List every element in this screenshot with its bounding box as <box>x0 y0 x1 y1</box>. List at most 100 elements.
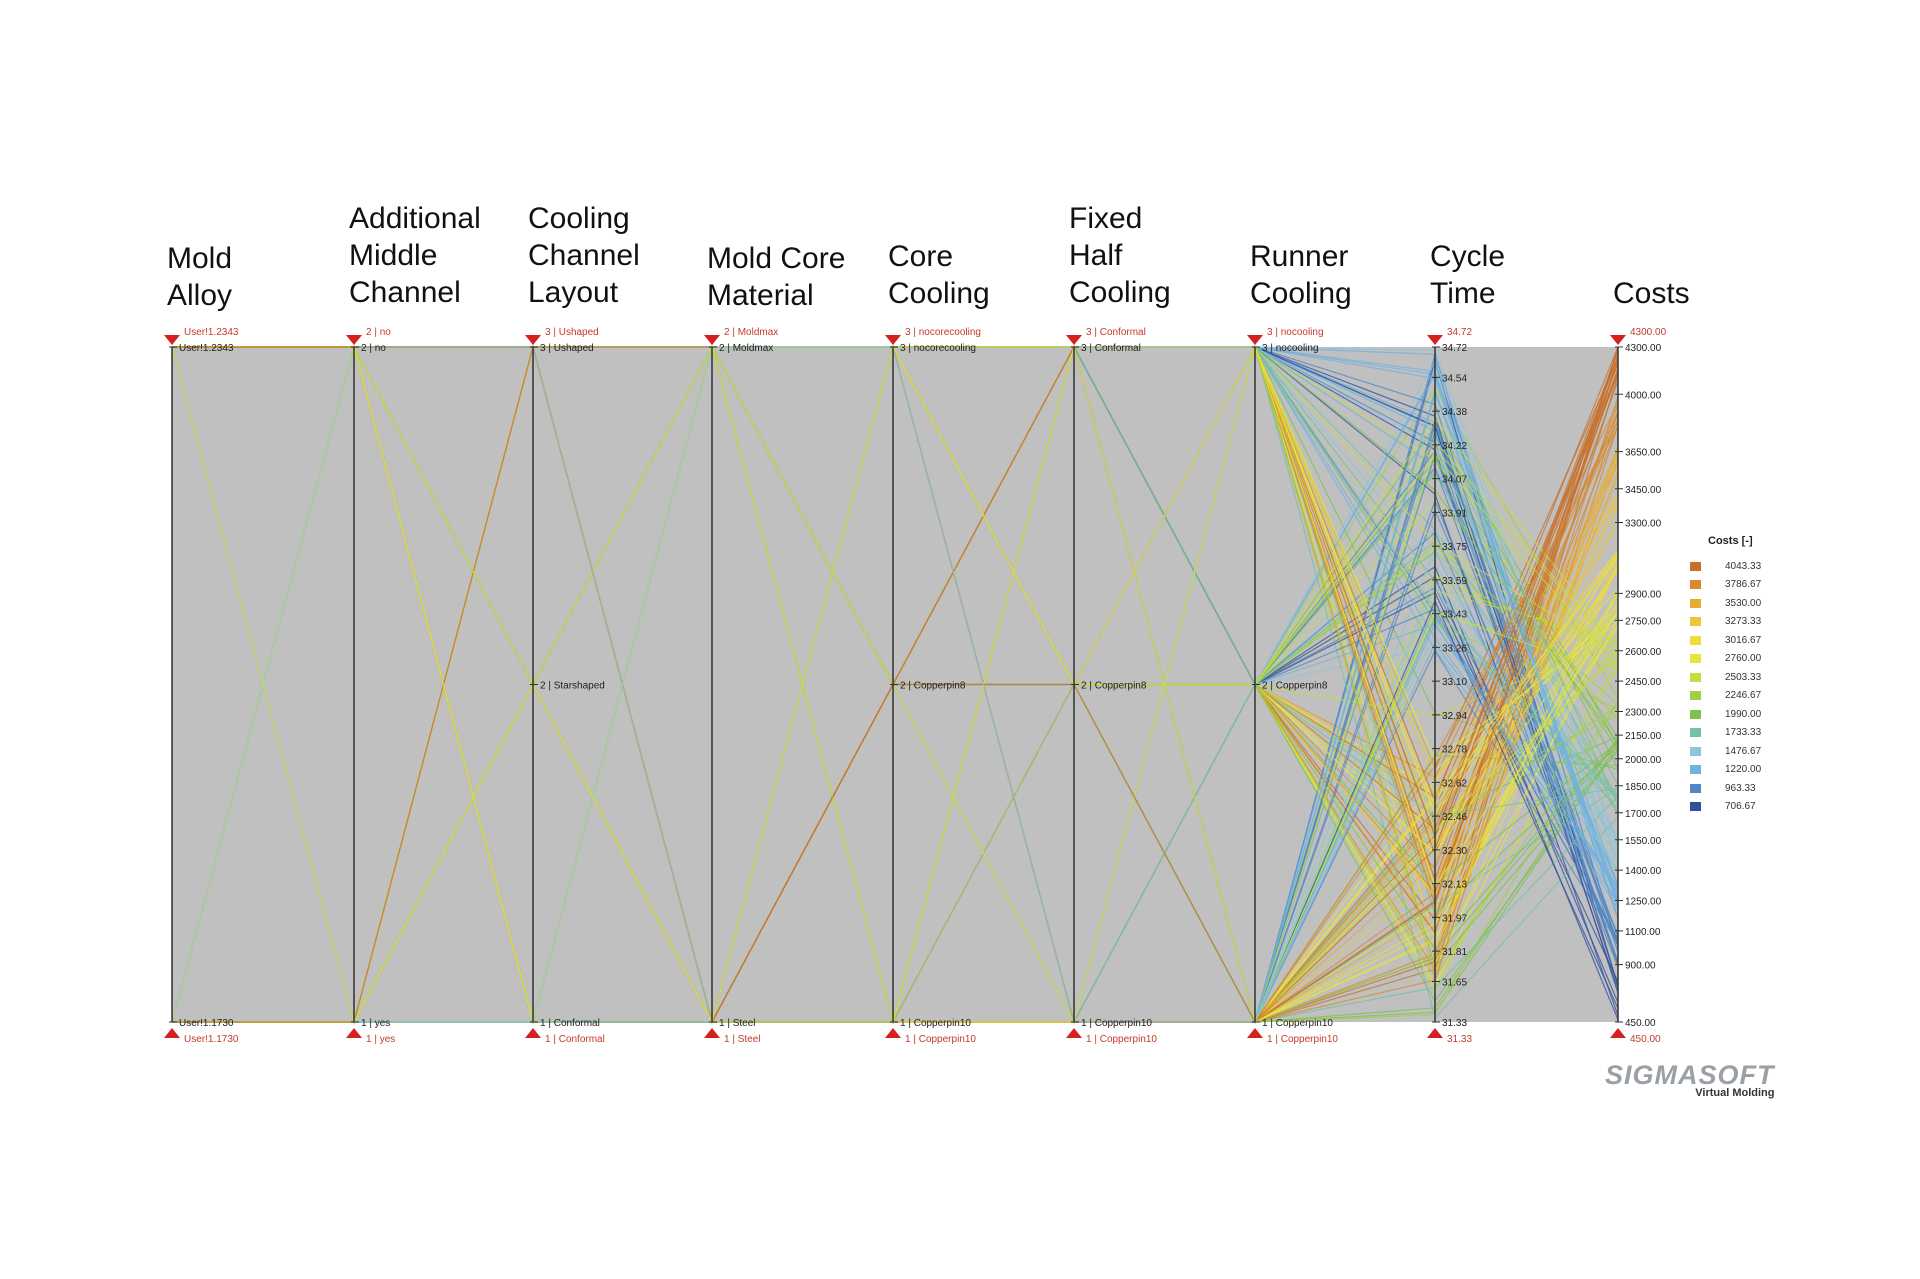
legend-label: 1220.00 <box>1725 764 1762 776</box>
legend-swatch <box>1690 783 1701 793</box>
axis-bottom-marker-icon <box>525 1028 541 1038</box>
legend-swatch <box>1690 709 1701 719</box>
axis-tick-label: 31.81 <box>1442 947 1467 958</box>
axis-tick-label: 450.00 <box>1625 1018 1656 1029</box>
axis-top-range-label: 3 | Ushaped <box>545 327 599 338</box>
axis-tick-label: 33.59 <box>1442 576 1467 587</box>
axis-title: Cooling Channel Layout <box>528 202 640 309</box>
legend-swatch <box>1690 746 1701 756</box>
axis-top-marker-icon <box>1610 335 1626 345</box>
legend-label: 3273.33 <box>1725 616 1762 628</box>
axis-tick-label: 34.22 <box>1442 441 1467 452</box>
legend-entry: 3016.67 <box>1690 631 1761 650</box>
axis-tick-label: 2 | no <box>361 343 386 354</box>
axis-top-marker-icon <box>1247 335 1263 345</box>
axis-tick-label: 2 | Copperpin8 <box>1081 681 1147 692</box>
axis-top-range-label: 3 | nocooling <box>1267 327 1324 338</box>
axis-tick-label: 1250.00 <box>1625 897 1662 908</box>
axis-tick-label: 1100.00 <box>1625 927 1661 938</box>
axis-top-marker-icon <box>346 335 362 345</box>
axis-tick-label: 1550.00 <box>1625 836 1662 847</box>
axis-title: Mold Core Material <box>707 242 846 312</box>
axis-bottom-range-label: 450.00 <box>1630 1034 1661 1045</box>
axis-tick-label: 32.94 <box>1442 711 1467 722</box>
axis-tick-label: 2150.00 <box>1625 731 1662 742</box>
axis-title: Costs <box>1613 277 1690 310</box>
axis-tick-label: 3450.00 <box>1625 485 1662 496</box>
axis-tick-label: 32.78 <box>1442 745 1467 756</box>
legend-label: 3786.67 <box>1725 579 1762 591</box>
legend-label: 3530.00 <box>1725 597 1762 609</box>
legend-entry: 3530.00 <box>1690 594 1761 613</box>
axis-top-range-label: 2 | Moldmax <box>724 327 778 338</box>
axis-tick-label: 1 | Conformal <box>540 1018 600 1029</box>
axis-tick-label: 1 | yes <box>361 1018 390 1029</box>
axis-tick-label: 34.07 <box>1442 475 1467 486</box>
axis-title: Mold Alloy <box>167 242 233 312</box>
axis-bottom-marker-icon <box>164 1028 180 1038</box>
axis-tick-label: 34.54 <box>1442 373 1467 384</box>
axis-bottom-range-label: 31.33 <box>1447 1034 1472 1045</box>
legend-label: 706.67 <box>1725 801 1756 813</box>
axes: User!1.2343User!1.1730User!1.2343User!1.… <box>164 327 1667 1045</box>
logo-sub-text: Virtual Molding <box>1695 1087 1775 1099</box>
logo-main-text: SIGMASOFT <box>1605 1060 1775 1090</box>
legend-swatch <box>1690 802 1701 812</box>
axis-bottom-range-label: 1 | yes <box>366 1034 395 1045</box>
axis-top-marker-icon <box>525 335 541 345</box>
legend-entry: 1733.33 <box>1690 724 1761 743</box>
axis-tick-label: 3 | Conformal <box>1081 343 1141 354</box>
legend-entry: 2246.67 <box>1690 687 1761 706</box>
axis-tick-label: 3 | nocorecooling <box>900 343 976 354</box>
axis-tick-label: 2000.00 <box>1625 755 1662 766</box>
axis-top-range-label: 2 | no <box>366 327 391 338</box>
axis-tick-label: 1700.00 <box>1625 809 1662 820</box>
axis-title: Core Cooling <box>888 240 990 310</box>
axis-tick-label: 4300.00 <box>1625 343 1662 354</box>
axis-tick-label: 31.97 <box>1442 913 1467 924</box>
axis-tick-label: 2 | Copperpin8 <box>1262 681 1328 692</box>
axis-tick-label: 1 | Copperpin10 <box>900 1018 971 1029</box>
axis-tick-label: 33.91 <box>1442 508 1467 519</box>
axis-bottom-marker-icon <box>346 1028 362 1038</box>
axis-bottom-range-label: 1 | Copperpin10 <box>1086 1034 1157 1045</box>
legend-entry: 1990.00 <box>1690 705 1761 724</box>
axis-bottom-marker-icon <box>1427 1028 1443 1038</box>
axis-tick-label: 33.43 <box>1442 610 1467 621</box>
axis-top-range-label: 4300.00 <box>1630 327 1667 338</box>
legend-swatch <box>1690 561 1701 571</box>
legend-entry: 1476.67 <box>1690 742 1761 761</box>
axis-tick-label: 3 | nocooling <box>1262 343 1319 354</box>
legend-entry: 1220.00 <box>1690 761 1761 780</box>
axis-tick-label: 4000.00 <box>1625 390 1662 401</box>
axis-tick-label: 32.30 <box>1442 846 1467 857</box>
axis-tick-label: 1 | Steel <box>719 1018 756 1029</box>
legend-entry: 706.67 <box>1690 798 1761 817</box>
axis-tick-label: 2750.00 <box>1625 616 1662 627</box>
axis-tick-label: 2600.00 <box>1625 647 1662 658</box>
legend-label: 1990.00 <box>1725 708 1762 720</box>
axis-top-marker-icon <box>164 335 180 345</box>
legend-label: 1733.33 <box>1725 727 1762 739</box>
legend-entry: 3786.67 <box>1690 576 1761 595</box>
axis-tick-label: User!1.1730 <box>179 1018 234 1029</box>
legend-swatch <box>1690 598 1701 608</box>
axis-tick-label: 1 | Copperpin10 <box>1262 1018 1333 1029</box>
axis-tick-label: 1 | Copperpin10 <box>1081 1018 1152 1029</box>
axis-tick-label: 32.62 <box>1442 778 1467 789</box>
axis-tick-label: 34.72 <box>1442 343 1467 354</box>
legend-swatch <box>1690 580 1701 590</box>
axis-title: Runner Cooling <box>1250 240 1352 310</box>
axis-bottom-range-label: 1 | Copperpin10 <box>1267 1034 1338 1045</box>
axis-tick-label: 2900.00 <box>1625 589 1662 600</box>
axis-tick-label: 1850.00 <box>1625 782 1662 793</box>
axis-tick-label: User!1.2343 <box>179 343 234 354</box>
axis-tick-label: 31.65 <box>1442 978 1467 989</box>
axis-bottom-range-label: User!1.1730 <box>184 1034 239 1045</box>
legend-entry: 4043.33 <box>1690 557 1761 576</box>
axis-top-marker-icon <box>704 335 720 345</box>
legend-label: 2503.33 <box>1725 671 1762 683</box>
